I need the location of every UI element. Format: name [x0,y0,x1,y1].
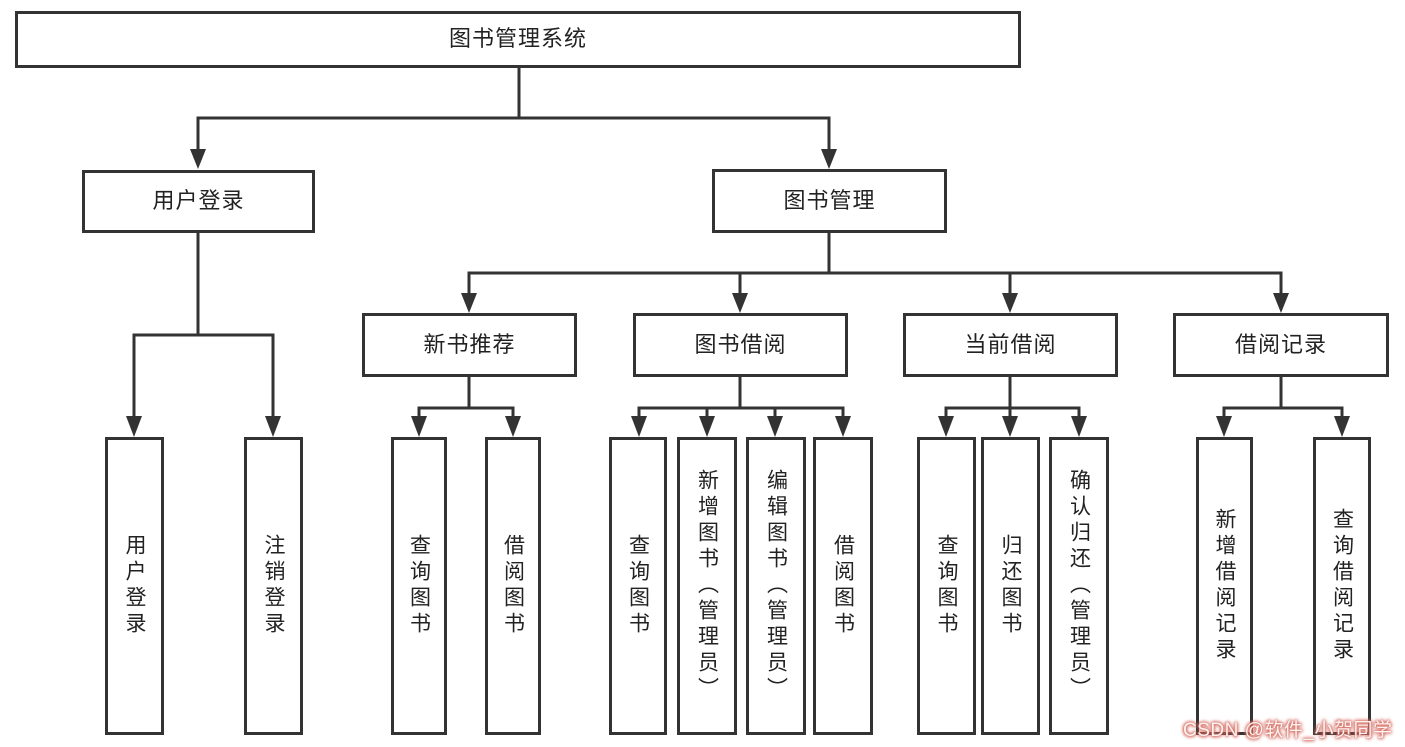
leaf-user-login: 用户登录 [105,437,164,735]
node-book-management: 图书管理 [712,169,947,233]
leaf-add-book-admin: 新增图书（管理员） [677,437,737,735]
leaf-query-book-current: 查询图书 [917,437,976,735]
node-user-login: 用户登录 [82,170,315,233]
leaf-add-borrow-record: 新增借阅记录 [1196,437,1253,735]
leaf-return-book: 归还图书 [981,437,1040,735]
leaf-confirm-return-admin: 确认归还（管理员） [1049,437,1109,735]
leaf-query-book-recommend: 查询图书 [391,437,447,735]
leaf-query-book-borrow: 查询图书 [609,437,667,735]
leaf-borrow-book-recommend: 借阅图书 [485,437,541,735]
node-book-management-system: 图书管理系统 [15,11,1021,68]
leaf-query-borrow-record: 查询借阅记录 [1313,437,1371,735]
leaf-logout: 注销登录 [244,437,303,735]
node-new-book-recommend: 新书推荐 [362,313,577,377]
leaf-borrow-book: 借阅图书 [813,437,873,735]
leaf-edit-book-admin: 编辑图书（管理员） [746,437,806,735]
node-book-borrow: 图书借阅 [633,313,848,377]
node-current-borrow: 当前借阅 [903,313,1118,377]
csdn-watermark: CSDN @软件_小贺同学 [1183,720,1393,741]
node-borrow-records: 借阅记录 [1173,313,1389,377]
